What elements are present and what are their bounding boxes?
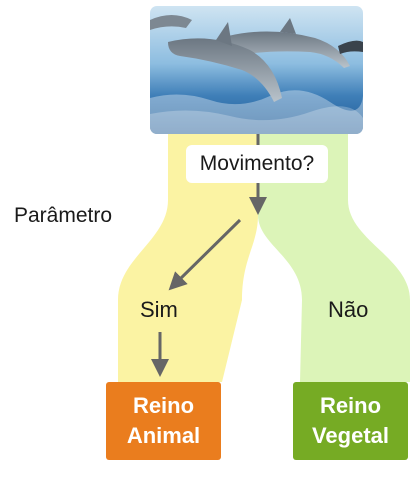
yes-band <box>118 134 258 382</box>
arrow-to-sim <box>168 218 242 291</box>
decision-question: Movimento? <box>186 145 328 183</box>
plant-kingdom-box: Reino Vegetal <box>293 382 408 460</box>
parameter-label: Parâmetro <box>14 204 113 227</box>
plant-kingdom-line2: Vegetal <box>311 423 390 448</box>
no-band <box>258 134 410 382</box>
animal-kingdom-box: Reino Animal <box>106 382 221 460</box>
animal-kingdom-line1: Reino <box>132 393 195 418</box>
animal-kingdom-line2: Animal <box>126 423 201 448</box>
plant-kingdom-line1: Reino <box>319 393 382 418</box>
no-branch-label: Não <box>328 297 369 322</box>
dolphin-photo <box>150 6 363 134</box>
yes-branch-label: Sim <box>140 297 178 322</box>
